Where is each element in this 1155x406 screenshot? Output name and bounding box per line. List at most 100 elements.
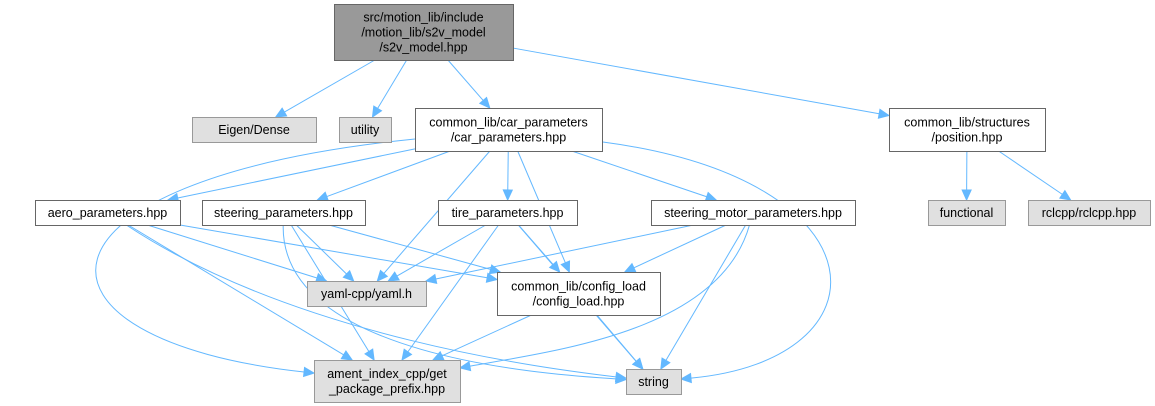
arrowhead-icon [342,269,355,282]
edge-line [633,224,727,269]
node-box [438,200,578,226]
edge-root-to-eigen [274,59,376,118]
edge-aero-to-config [179,224,499,283]
node-label: string [638,375,669,389]
node-eigen[interactable]: Eigen/Dense [192,117,317,143]
node-box [35,200,181,226]
edge-line [284,59,376,113]
edge-config-to-ament [431,314,532,361]
node-position[interactable]: common_lib/structures/position.hpp [889,108,1046,152]
edge-line [383,150,491,274]
arrowhead-icon [560,260,571,274]
edge-line [407,224,499,353]
node-label: /s2v_model.hpp [379,41,467,55]
arrowhead-icon [458,360,472,372]
edge-line [179,224,488,279]
edge-line [295,224,347,275]
node-aero[interactable]: aero_parameters.hpp [35,200,181,226]
arrowhead-icon [623,262,637,273]
node-utility[interactable]: utility [339,117,392,143]
node-label: /motion_lib/s2v_model [361,26,485,40]
node-config[interactable]: common_lib/config_load/config_load.hpp [497,272,661,316]
node-car[interactable]: common_lib/car_parameters/car_parameters… [415,108,603,152]
node-string[interactable]: string [626,369,682,395]
node-label: common_lib/config_load [511,280,646,294]
node-box [626,369,682,395]
edge-position-to-rclcpp [998,150,1072,201]
arrowhead-icon [877,108,891,119]
edge-line [596,314,637,362]
edge-line [447,59,484,101]
node-box [192,117,317,143]
edge-line [377,59,408,109]
edge-aero-to-ament [127,224,354,361]
node-functional[interactable]: functional [928,200,1006,226]
node-steering[interactable]: steering_parameters.hpp [202,200,366,226]
node-box [928,200,1006,226]
edge-root-to-position [512,47,891,119]
node-label: _package_prefix.hpp [328,382,445,396]
edge-steering-to-yaml [295,224,355,282]
arrowhead-icon [961,189,972,202]
edge-line [512,47,880,115]
node-tire[interactable]: tire_parameters.hpp [438,200,578,226]
edge-line [441,314,532,357]
edge-steering-to-string [282,224,628,385]
edge-car-to-tire [502,150,514,202]
edge-root-to-utility [371,59,408,119]
node-label: ament_index_cpp/get [327,367,447,381]
arrowhead-icon [274,107,288,118]
arrowhead-icon [704,191,718,202]
node-label: /car_parameters.hpp [451,131,566,145]
edge-root-to-car [447,59,491,109]
edge-steermotor-to-config [623,224,727,273]
edge-position-to-functional [961,150,972,202]
arrowhead-icon [424,273,438,285]
edge-line [326,150,451,198]
node-label: functional [940,206,994,220]
node-box [314,360,461,403]
edge-car-to-steermotor [571,150,718,202]
arrowhead-icon [679,372,692,384]
arrowhead-icon [387,271,400,282]
node-label: /config_load.hpp [533,295,625,309]
node-box [497,272,661,316]
edge-line [571,150,707,198]
edge-steermotor-to-string [660,224,747,371]
edge-line [177,148,416,199]
nodes-layer: src/motion_lib/include/motion_lib/s2v_mo… [35,4,1151,403]
arrowhead-icon [371,105,383,119]
node-steermotor[interactable]: steering_motor_parameters.hpp [651,200,856,226]
node-rclcpp[interactable]: rclcpp/rclcpp.hpp [1028,200,1151,226]
node-label: utility [351,123,380,137]
node-box [415,108,603,152]
node-box [1028,200,1151,226]
node-box [339,117,392,143]
arrowhead-icon [615,373,628,385]
node-label: Eigen/Dense [218,123,290,137]
edge-line [469,224,750,367]
node-box [307,281,427,307]
edge-line [665,224,747,361]
edge-car-to-ament [95,138,416,378]
arrowhead-icon [376,269,389,282]
arrowhead-icon [1058,189,1072,201]
edge-line [601,141,832,379]
node-label: aero_parameters.hpp [48,206,168,220]
arrowhead-icon [632,357,644,370]
edge-steermotor-to-ament [458,224,750,372]
node-box [889,108,1046,152]
arrowhead-icon [401,348,413,361]
node-box [202,200,366,226]
node-yaml[interactable]: yaml-cpp/yaml.h [307,281,427,307]
edge-tire-to-yaml [387,224,486,282]
edge-tire-to-ament [401,224,499,361]
arrowhead-icon [316,191,330,202]
node-box [334,4,514,61]
node-label: common_lib/structures [904,116,1030,130]
node-ament[interactable]: ament_index_cpp/get_package_prefix.hpp [314,360,461,403]
arrowhead-icon [340,350,354,361]
edge-line [998,150,1063,195]
node-root[interactable]: src/motion_lib/include/motion_lib/s2v_mo… [334,4,514,61]
